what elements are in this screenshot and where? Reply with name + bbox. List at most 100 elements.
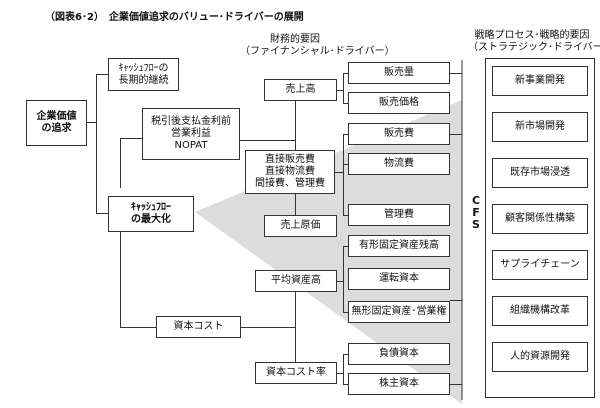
node-nopat-line3: NOPAT <box>174 140 208 151</box>
cfs-letter-f: F <box>472 206 480 219</box>
connector <box>343 246 348 247</box>
node-long-term-line1: ｷｬｯｼｭﾌﾛｰの <box>118 62 169 74</box>
node-nopat-line1: 税引後支払金利前 <box>151 116 231 127</box>
connector <box>337 281 343 282</box>
node-sales-label: 売上高 <box>285 84 316 95</box>
node-maximize-line2: の最大化 <box>131 214 171 225</box>
node-selling-cost-label: 販売費 <box>384 128 414 139</box>
page-title: （図表6･2） 企業価値追求のバリュー･ドライバーの展開 <box>45 12 304 23</box>
node-root-line2: の追求 <box>41 123 72 134</box>
connector <box>120 138 142 139</box>
strategic-header-line1: 戦略プロセス･戦略的要因 <box>474 30 590 41</box>
connector <box>295 281 296 373</box>
connector <box>120 327 156 328</box>
node-direct-costs: 直接販売費 直接物流費 間接費、管理費 <box>245 150 335 194</box>
node-equity-capital-label: 株主資本 <box>379 378 419 389</box>
node-nopat-line2: 営業利益 <box>171 128 211 139</box>
connector <box>450 384 462 385</box>
node-capital-cost-rate-label: 資本コスト率 <box>266 367 326 378</box>
node-equity-capital: 株主資本 <box>348 373 450 395</box>
node-selling-cost: 販売費 <box>348 123 450 145</box>
node-logistics-cost: 物流費 <box>348 153 450 175</box>
node-nopat: 税引後支払金利前 営業利益 NOPAT <box>142 108 240 160</box>
node-root-line1: 企業価値 <box>36 111 77 122</box>
node-cogs-label: 売上原価 <box>280 220 321 231</box>
connector <box>343 384 348 385</box>
connector <box>343 103 348 104</box>
connector <box>343 134 348 135</box>
node-sales-price: 販売価格 <box>348 92 450 114</box>
connector <box>240 140 295 141</box>
node-tangible-assets-label: 有形固定資産残高 <box>359 240 439 251</box>
node-direct-costs-line3: 間接費、管理費 <box>255 178 325 189</box>
strategic-item-label: 人的資源開発 <box>510 351 570 362</box>
connector <box>120 138 121 188</box>
connector <box>96 74 108 75</box>
connector <box>450 73 462 74</box>
financial-header-line1: 財務的要因 <box>270 34 320 45</box>
node-admin-cost: 管理費 <box>348 204 450 226</box>
strategic-item-label: 組織機構改革 <box>510 305 570 316</box>
connector <box>343 312 348 313</box>
connector <box>96 74 97 214</box>
node-admin-cost-label: 管理費 <box>384 209 414 220</box>
node-capital-cost-label: 資本コスト <box>173 321 224 332</box>
strategic-item-label: 顧客関係性構築 <box>505 213 575 224</box>
strategic-item: 組織機構改革 <box>492 296 588 326</box>
node-avg-assets-label: 平均資産高 <box>271 275 321 286</box>
connector <box>343 215 348 216</box>
node-root: 企業価値 の追求 <box>26 100 87 146</box>
node-debt-capital: 負債資本 <box>348 343 450 365</box>
connector <box>337 373 343 374</box>
connector <box>343 354 348 355</box>
connector <box>241 327 296 328</box>
connector <box>343 164 348 165</box>
cfs-letter-c: C <box>471 194 481 207</box>
connector <box>450 300 462 301</box>
node-intangible-assets: 無形固定資産･営業権 <box>348 301 450 323</box>
strategic-item: サプライチェーン <box>492 250 588 280</box>
node-debt-capital-label: 負債資本 <box>379 348 419 359</box>
strategic-item: 顧客関係性構築 <box>492 204 588 234</box>
strategic-item: 新市場開発 <box>492 112 588 142</box>
node-maximize-line1: ｷｬｯｼｭﾌﾛｰ <box>131 202 171 213</box>
node-sales-price-label: 販売価格 <box>379 97 419 108</box>
connector <box>87 122 96 123</box>
node-cogs: 売上原価 <box>264 215 337 237</box>
node-avg-assets: 平均資産高 <box>255 270 337 292</box>
node-working-capital-label: 運転資本 <box>379 273 419 284</box>
connector <box>450 134 462 135</box>
node-maximize: ｷｬｯｼｭﾌﾛｰ の最大化 <box>108 196 194 232</box>
node-direct-costs-line1: 直接販売費 <box>265 154 315 165</box>
node-sales-volume: 販売量 <box>348 62 450 84</box>
strategic-item-label: 新市場開発 <box>515 121 565 132</box>
cfs-letter-s: S <box>472 218 480 231</box>
node-sales: 売上高 <box>264 79 337 101</box>
connector <box>337 90 343 91</box>
financial-header-line2: （ファイナンシャル･ドライバー） <box>240 46 395 57</box>
node-long-term-line2: 長期的継続 <box>118 74 169 86</box>
strategic-item: 人的資源開発 <box>492 342 588 372</box>
connector <box>343 73 344 103</box>
financial-header: 財務的要因 （ファイナンシャル･ドライバー） <box>240 34 395 58</box>
strategic-header: 戦略プロセス･戦略的要因 （ストラテジック･ドライバー） <box>468 30 600 54</box>
connector <box>343 134 344 215</box>
node-working-capital: 運転資本 <box>348 268 450 290</box>
connector <box>96 213 108 214</box>
strategic-item: 既存市場浸透 <box>492 158 588 188</box>
strategic-header-line2: （ストラテジック･ドライバー） <box>468 42 600 53</box>
node-sales-volume-label: 販売量 <box>384 67 414 78</box>
node-capital-cost: 資本コスト <box>156 316 241 338</box>
node-intangible-assets-label: 無形固定資産･営業権 <box>351 306 447 317</box>
cfs-label: C F S <box>470 195 482 231</box>
node-tangible-assets: 有形固定資産残高 <box>348 235 450 257</box>
connector <box>120 230 121 327</box>
connector <box>335 172 343 173</box>
node-direct-costs-line2: 直接物流費 <box>265 166 315 177</box>
connector <box>343 354 344 384</box>
strategic-item-label: サプライチェーン <box>500 259 580 270</box>
node-long-term: ｷｬｯｼｭﾌﾛｰの 長期的継続 <box>108 58 179 91</box>
